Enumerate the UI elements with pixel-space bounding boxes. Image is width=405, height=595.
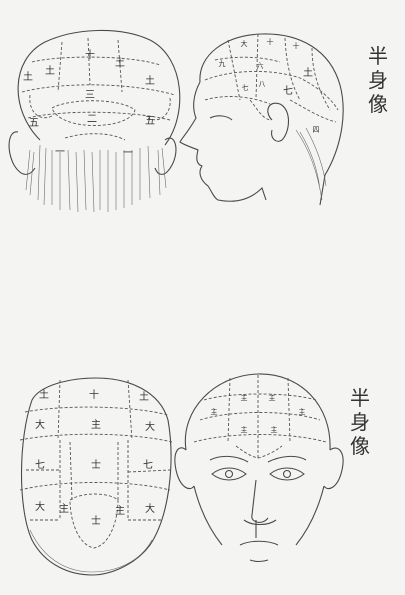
region-label: 土 — [303, 66, 313, 79]
region-label: 大 — [145, 420, 155, 433]
region-label: 七 — [143, 459, 153, 471]
region-label: 主 — [115, 505, 125, 517]
caption-char: 像 — [366, 92, 390, 116]
region-label: 士 — [91, 458, 101, 471]
caption-char: 半 — [366, 44, 390, 68]
region-label: 四 — [313, 126, 320, 134]
region-label: 土 — [115, 56, 125, 69]
region-label: 主 — [271, 425, 278, 434]
region-label: 八 — [259, 80, 266, 88]
region-label: 一 — [123, 148, 133, 159]
caption-char: 像 — [348, 434, 372, 458]
region-label: 十 — [293, 41, 300, 50]
region-label: 主 — [241, 393, 248, 402]
region-label: 大 — [145, 502, 155, 515]
region-label: 大 — [241, 39, 248, 48]
region-label: 土 — [23, 70, 33, 83]
caption-top: 半 身 像 — [366, 44, 390, 116]
crown-head-drawing — [20, 378, 172, 575]
region-label: 主 — [269, 393, 276, 402]
region-label: 大 — [35, 500, 45, 513]
region-label: 十 — [267, 37, 274, 46]
region-label: 五 — [29, 118, 39, 129]
region-label: 土 — [39, 388, 49, 401]
front-face-drawing — [175, 374, 343, 562]
caption-char: 身 — [348, 410, 372, 434]
region-label: 主 — [59, 503, 69, 515]
region-label: 七 — [283, 85, 293, 97]
region-label: 主 — [299, 407, 306, 416]
region-label: 主 — [211, 407, 218, 416]
region-label: 五 — [145, 116, 155, 127]
region-label: 大 — [35, 418, 45, 431]
region-label: 土 — [45, 64, 55, 77]
caption-bottom: 半 身 像 — [348, 386, 372, 458]
region-label: 七 — [242, 83, 249, 92]
region-label: 士 — [91, 514, 101, 527]
region-label: 九 — [219, 59, 226, 68]
crown-head-labels: 十 土 土 大 大 主 士 七 七 士 主 主 大 大 — [35, 388, 155, 527]
region-label: 十 — [89, 388, 99, 401]
caption-char: 身 — [366, 68, 390, 92]
region-label: 三 — [85, 90, 95, 101]
profile-head-drawing — [180, 34, 343, 205]
caption-char: 半 — [348, 386, 372, 410]
region-label: 土 — [145, 74, 155, 87]
region-label: 六 — [257, 61, 264, 70]
region-label: 土 — [139, 390, 149, 403]
region-label: 七 — [35, 459, 45, 471]
region-label: 一 — [55, 147, 65, 158]
region-label: 主 — [241, 425, 248, 434]
region-label: 主 — [91, 419, 101, 431]
region-label: 二 — [87, 114, 97, 125]
region-label: 十 — [85, 48, 95, 61]
